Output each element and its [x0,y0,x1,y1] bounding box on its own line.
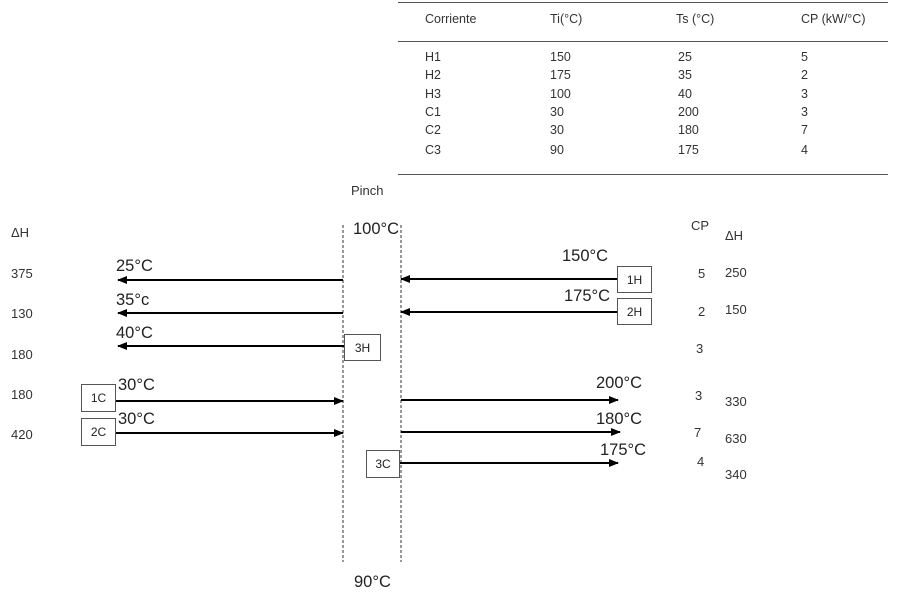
h2-outlet-temp: 35°c [116,291,150,309]
table-top-rule [398,2,888,3]
left-dh-header: ΔH [11,225,30,240]
left-dh-value: 375 [11,266,33,281]
stream-box-3c: 3C [366,450,400,478]
c3-outlet-temp: 175°C [600,441,647,459]
stream-box-1h: 1H [617,266,652,293]
table-cell: 5 [801,50,808,64]
table-cell: H2 [425,68,441,82]
table-header-cell: Ti(°C) [550,12,583,26]
table-header-rule [398,41,888,42]
table-cell: 3 [801,105,808,119]
cp-value: 3 [696,341,704,356]
right-dh-value: 330 [725,394,747,409]
table-cell: 150 [550,50,571,64]
left-dh-value: 420 [11,427,33,442]
right-dh-header: ΔH [725,228,744,243]
h2-inlet-temp: 175°C [564,287,611,305]
table-cell: 25 [678,50,692,64]
table-cell: 175 [550,68,571,82]
right-dh-value: 630 [725,431,747,446]
table-header-cell: Corriente [425,12,477,26]
table-cell: C2 [425,123,441,137]
table-cell: H1 [425,50,441,64]
table-cell: 90 [550,143,564,157]
table-cell: 180 [678,123,699,137]
table-cell: C1 [425,105,441,119]
stream-data-table: Corriente Ti(°C) Ts (°C) CP (kW/°C) H1 150 25 5… [398,0,888,176]
left-dh-value: 180 [11,347,33,362]
pinch-bottom-temp: 90°C [354,573,391,591]
stream-box-3h: 3H [344,334,381,361]
left-dh-value: 180 [11,387,33,402]
stream-box-2h: 2H [617,298,652,325]
h1-outlet-temp: 25°C [116,257,153,275]
cp-value: 4 [697,454,705,469]
left-dh-value: 130 [11,306,33,321]
stream-box-2c: 2C [81,418,116,446]
right-dh-value: 340 [725,467,747,482]
right-dh-value: 250 [725,265,747,280]
table-cell: 100 [550,87,571,101]
pinch-top-temp: 100°C [353,220,400,238]
c1-inlet-temp: 30°C [118,376,155,394]
table-cell: 2 [801,68,808,82]
table-cell: 40 [678,87,692,101]
h3-outlet-temp: 40°C [116,324,153,342]
table-cell: 7 [801,123,808,137]
table-header-cell: CP (kW/°C) [801,12,866,26]
right-dh-value: 150 [725,302,747,317]
table-cell: 30 [550,105,564,119]
table-cell: 200 [678,105,699,119]
h1-inlet-temp: 150°C [562,247,609,265]
cp-value: 2 [698,304,706,319]
table-cell: C3 [425,143,441,157]
cp-value: 3 [695,388,703,403]
table-cell: H3 [425,87,441,101]
c2-inlet-temp: 30°C [118,410,155,428]
table-cell: 35 [678,68,692,82]
table-cell: 175 [678,143,699,157]
stream-box-1c: 1C [81,384,116,412]
c1-outlet-temp: 200°C [596,374,643,392]
cp-value: 7 [694,425,702,440]
table-cell: 4 [801,143,808,157]
table-cell: 30 [550,123,564,137]
pinch-label: Pinch [351,183,384,198]
table-bottom-rule [398,174,888,175]
c2-outlet-temp: 180°C [596,410,643,428]
table-header-cell: Ts (°C) [676,12,715,26]
cp-header: CP [691,218,710,233]
table-cell: 3 [801,87,808,101]
cp-value: 5 [698,266,706,281]
